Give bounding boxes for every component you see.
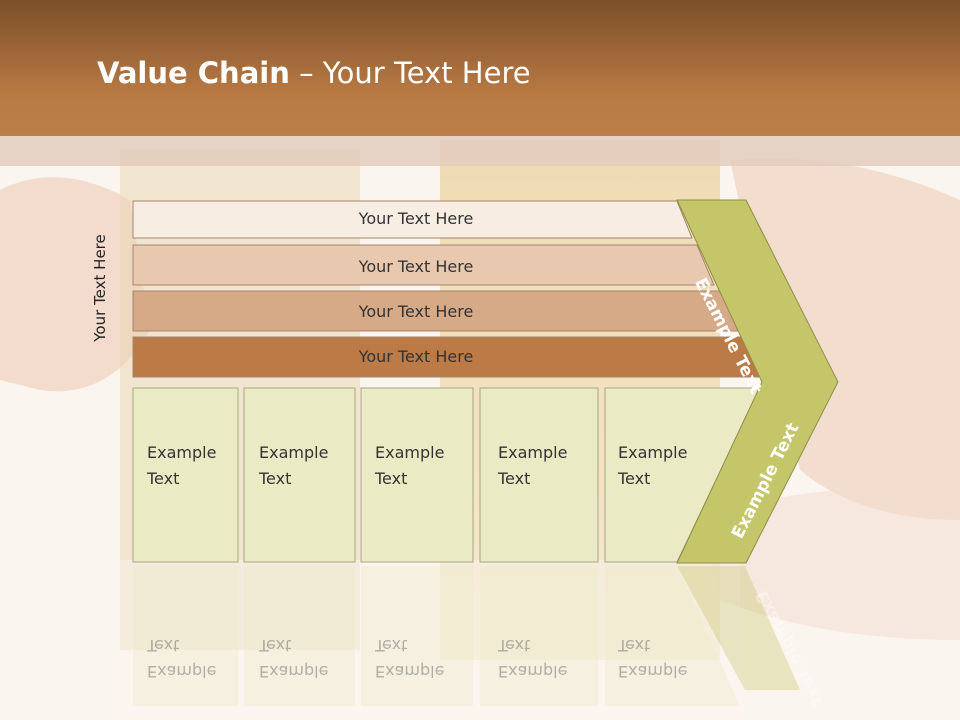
header-strip [0, 136, 960, 166]
row-label-1: Your Text Here [358, 209, 474, 228]
box-label-line2: Text [618, 469, 651, 488]
box-label-line1: Example [618, 443, 688, 462]
title-rest: – Your Text Here [289, 56, 531, 90]
box-label-line2: Text [259, 469, 292, 488]
value-arrow [676, 199, 839, 564]
row-label-3: Your Text Here [358, 302, 474, 321]
row-label-2: Your Text Here [358, 257, 474, 276]
box-label-line1: Example [147, 443, 217, 462]
box-label-line2: Text [498, 469, 531, 488]
activity-box-3 [360, 387, 474, 563]
box-label-line1: Example [498, 443, 568, 462]
title-bold: Value Chain [97, 56, 290, 90]
box-label-line2: Text [375, 469, 408, 488]
side-label-text: Your Text Here [91, 234, 109, 342]
activity-box-4 [479, 387, 599, 563]
reflection-group [133, 566, 800, 706]
activity-box-2 [243, 387, 356, 563]
row-label-4: Your Text Here [358, 347, 474, 366]
header-bar [0, 0, 960, 136]
box-label-line1: Example [259, 443, 329, 462]
page-title: Value Chain – Your Text Here [97, 56, 531, 90]
row-band-2 [132, 244, 715, 286]
box-label-line1: Example [375, 443, 445, 462]
activity-box-1 [132, 387, 239, 563]
box-label-line2: Text [147, 469, 180, 488]
row-band-1 [132, 200, 693, 239]
